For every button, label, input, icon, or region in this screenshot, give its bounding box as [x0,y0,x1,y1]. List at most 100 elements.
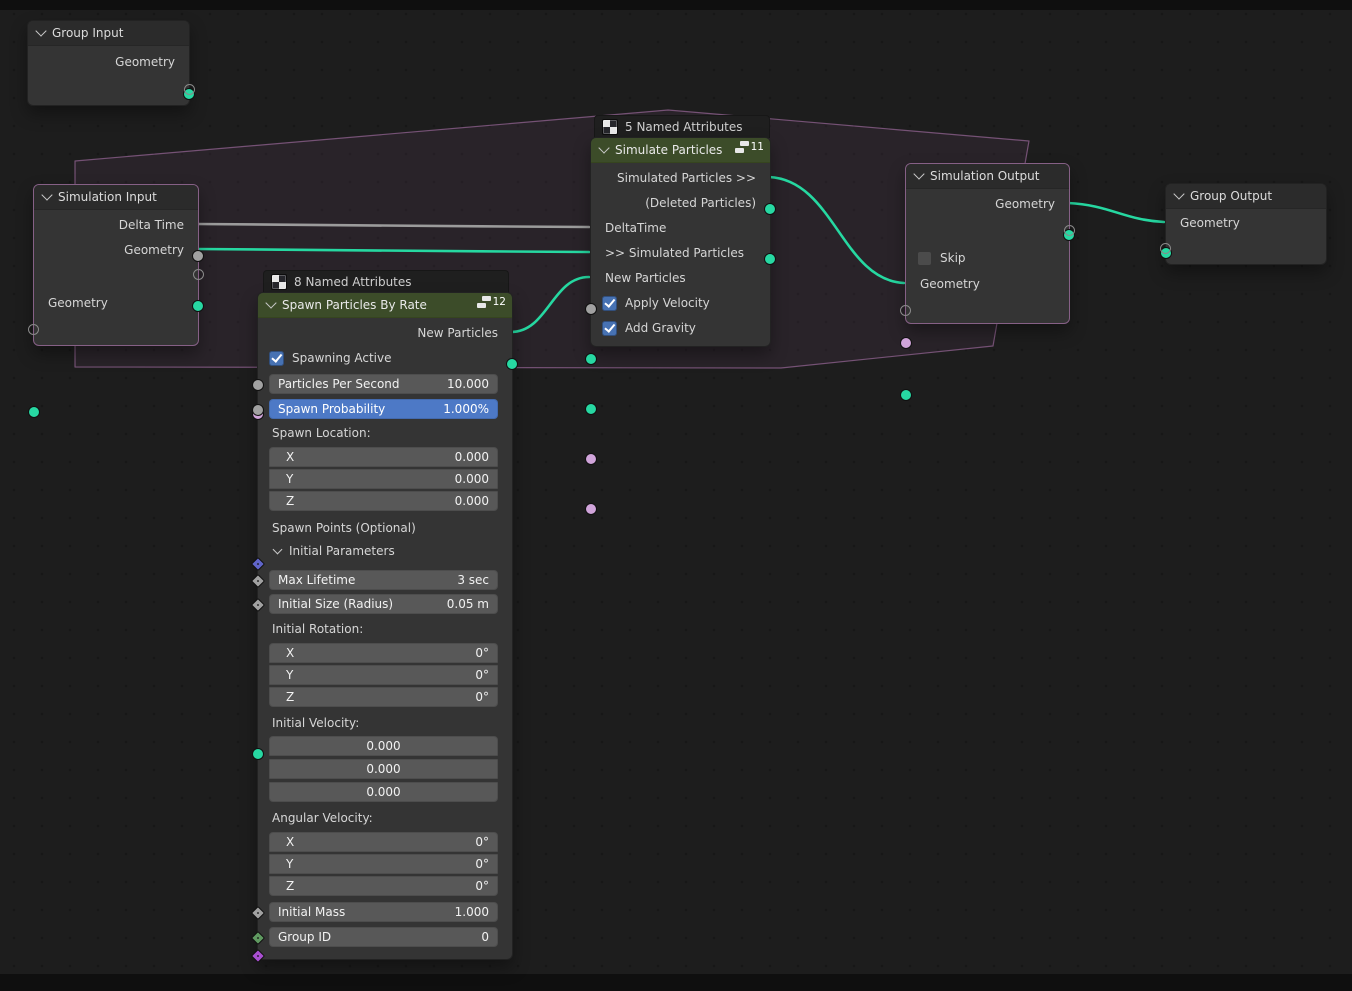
collapse-chevron-icon[interactable] [598,142,609,153]
initial-rotation-z-field[interactable]: Z 0° [269,687,498,707]
initial-rotation-label-row: Initial Rotation: [258,619,512,639]
output-row-new-particles: New Particles [258,323,512,343]
input-row-geometry: Geometry [1166,213,1326,233]
virtual-output-socket[interactable] [1064,225,1075,236]
simulated-particles-input-socket[interactable] [585,353,597,365]
spawn-points-row: Spawn Points (Optional) [258,518,512,538]
named-attributes-icon [271,274,287,290]
group-input-header[interactable]: Group Input [28,21,189,46]
spawn-points-socket[interactable] [252,748,264,760]
node-group-badge: 11 [735,140,764,154]
spawn-location-x-field[interactable]: X 0.000 [269,447,498,467]
node-simulate-particles[interactable]: Simulate Particles 11 Simulated Particle… [590,137,771,347]
simulation-output-header[interactable]: Simulation Output [906,164,1069,189]
angular-velocity-label-row: Angular Velocity: [258,808,512,828]
collapse-chevron-icon[interactable] [41,189,52,200]
node-spawn-particles-by-rate[interactable]: Spawn Particles By Rate 12 New Particles… [257,292,513,960]
input-row-geometry: Geometry [34,293,198,313]
node-simulation-output[interactable]: Simulation Output Geometry Skip Geometry [905,163,1070,324]
node-group-badge: 12 [477,295,506,309]
apply-velocity-socket[interactable] [585,453,597,465]
group-output-header[interactable]: Group Output [1166,184,1326,209]
output-row-simulated-particles: Simulated Particles >> [591,168,770,188]
geometry-output-socket[interactable] [192,300,204,312]
node-title: Spawn Particles By Rate [282,298,427,312]
apply-velocity-checkbox[interactable] [602,296,617,311]
initial-parameters-panel[interactable]: Initial Parameters [258,541,512,561]
node-simulation-input[interactable]: Simulation Input Delta Time Geometry Geo… [33,184,199,346]
spawn-probability-socket[interactable] [252,404,264,416]
collapse-chevron-icon[interactable] [913,168,924,179]
delta-time-output-socket[interactable] [192,250,204,262]
skip-row: Skip [906,248,1069,268]
spawn-location-z-field[interactable]: Z 0.000 [269,491,498,511]
add-gravity-row: Add Gravity [591,318,770,338]
group-id-field[interactable]: Group ID 0 [269,927,498,947]
spawning-active-checkbox[interactable] [269,351,284,366]
add-gravity-socket[interactable] [585,503,597,515]
node-group-input[interactable]: Group Input Geometry [27,20,190,106]
angular-velocity-z-field[interactable]: Z 0° [269,876,498,896]
simulation-zone [75,110,1029,368]
node-title: Simulation Output [930,169,1039,183]
input-row-delta-time: DeltaTime [591,218,770,238]
spawn-header[interactable]: Spawn Particles By Rate 12 [258,293,512,318]
input-row-new-particles: New Particles [591,268,770,288]
delta-time-input-socket[interactable] [585,303,597,315]
virtual-output-socket[interactable] [184,84,195,95]
initial-velocity-x-field[interactable]: 0.000 [269,736,498,756]
simulate-header[interactable]: Simulate Particles 11 [591,138,770,163]
simulation-input-header[interactable]: Simulation Input [34,185,198,210]
output-row-geometry: Geometry [906,194,1069,214]
virtual-input-socket[interactable] [28,324,39,335]
skip-socket[interactable] [900,337,912,349]
node-title: Group Output [1190,189,1272,203]
output-row-delta-time: Delta Time [34,215,198,235]
initial-size-field[interactable]: Initial Size (Radius) 0.05 m [269,594,498,614]
spawn-location-y-field[interactable]: Y 0.000 [269,469,498,489]
initial-velocity-y-field[interactable]: 0.000 [269,759,498,779]
spawn-named-attributes-bar: 8 Named Attributes [263,270,509,293]
spawn-probability-field[interactable]: Spawn Probability 1.000% [269,399,498,419]
collapse-chevron-icon[interactable] [265,297,276,308]
angular-velocity-x-field[interactable]: X 0° [269,832,498,852]
max-lifetime-field[interactable]: Max Lifetime 3 sec [269,570,498,590]
output-row-geometry: Geometry [28,52,189,72]
wire-output-to-group-output [1068,203,1164,222]
initial-mass-field[interactable]: Initial Mass 1.000 [269,902,498,922]
node-title: Group Input [52,26,123,40]
simulated-particles-output-socket[interactable] [764,203,776,215]
initial-velocity-label-row: Initial Velocity: [258,713,512,733]
geometry-input-socket[interactable] [28,406,40,418]
particles-per-second-socket[interactable] [252,379,264,391]
input-row-simulated-particles: >> Simulated Particles [591,243,770,263]
spawning-active-row: Spawning Active [258,348,512,368]
initial-rotation-x-field[interactable]: X 0° [269,643,498,663]
spawn-location-label-row: Spawn Location: [258,423,512,443]
new-particles-output-socket[interactable] [506,358,518,370]
apply-velocity-row: Apply Velocity [591,293,770,313]
output-row-deleted-particles: (Deleted Particles) [591,193,770,213]
simulate-named-attributes-bar: 5 Named Attributes [594,115,770,138]
node-title: Simulate Particles [615,143,722,157]
angular-velocity-y-field[interactable]: Y 0° [269,854,498,874]
panel-chevron-icon[interactable] [273,544,283,554]
initial-velocity-z-field[interactable]: 0.000 [269,782,498,802]
particles-per-second-field[interactable]: Particles Per Second 10.000 [269,374,498,394]
node-group-icon [735,140,750,154]
virtual-output-socket[interactable] [193,269,204,280]
skip-checkbox[interactable] [917,251,932,266]
deleted-particles-output-socket[interactable] [764,253,776,265]
initial-rotation-y-field[interactable]: Y 0° [269,665,498,685]
node-group-output[interactable]: Group Output Geometry [1165,183,1327,265]
node-group-icon [477,295,492,309]
virtual-input-socket[interactable] [1160,243,1171,254]
input-row-geometry: Geometry [906,274,1069,294]
collapse-chevron-icon[interactable] [1173,188,1184,199]
virtual-input-socket[interactable] [900,305,911,316]
new-particles-input-socket[interactable] [585,403,597,415]
collapse-chevron-icon[interactable] [35,25,46,36]
geometry-input-socket[interactable] [900,389,912,401]
add-gravity-checkbox[interactable] [602,321,617,336]
